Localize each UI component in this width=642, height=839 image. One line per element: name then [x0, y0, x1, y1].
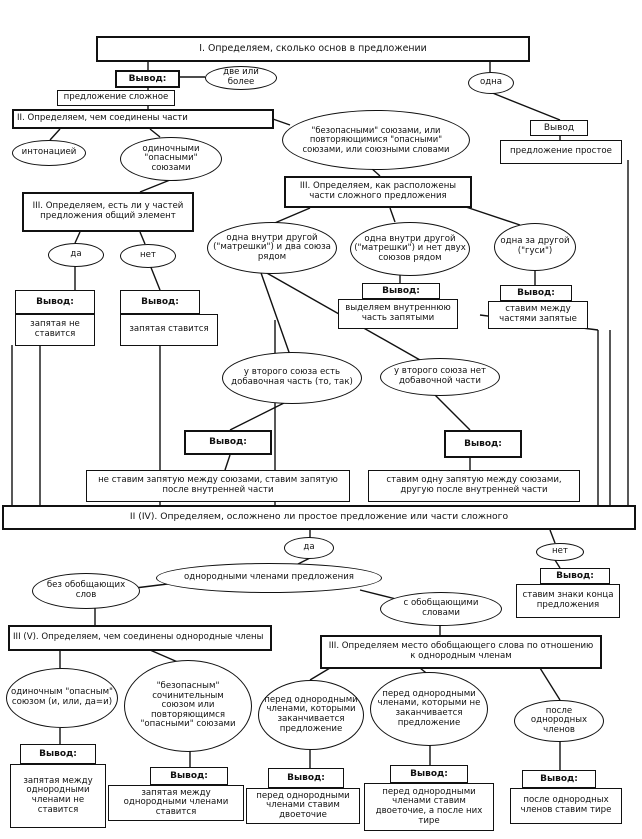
step-1-box: I. Определяем, сколько основ в предложен… — [96, 36, 530, 62]
homogeneous-oval: однородными членами предложения — [156, 563, 382, 593]
nested-no-conj-oval: одна внутри другой ("матрешки") и нет дв… — [350, 222, 470, 276]
vyvod-label: Вывод: — [268, 768, 344, 788]
inner-part-box: выделяем внутреннюю часть запятыми — [338, 299, 458, 329]
before-not-ending-oval: перед однородными членами, которыми не з… — [370, 672, 488, 746]
yes-oval: да — [284, 537, 334, 559]
commas-between-box: ставим между частями запятые — [488, 301, 588, 329]
result-box: запятая между однородными членами не ста… — [10, 764, 106, 828]
vyvod-label: Вывод: — [184, 430, 272, 455]
comma-not-placed-box: запятая не ставится — [15, 314, 95, 346]
safe-coordinating-oval: "безопасным" сочинительным союзом или по… — [124, 660, 252, 752]
vyvod-label: Вывод: — [444, 430, 522, 458]
vyvod-label: Вывод: — [362, 283, 440, 299]
step-3a-box: III. Определяем, есть ли у частей предло… — [22, 192, 194, 232]
result-box: перед однородными членами ставим двоеточ… — [246, 788, 360, 824]
result-box: запятая между однородными членами ставит… — [108, 785, 244, 821]
has-extra-part-oval: у второго союза есть добавочная часть (т… — [222, 352, 362, 404]
step-2-box: II. Определяем, чем соединены части — [12, 109, 274, 129]
step-3b-box: III. Определяем, как расположены части с… — [284, 176, 472, 208]
comma-placed-box: запятая ставится — [120, 314, 218, 346]
no-oval: нет — [120, 244, 176, 268]
no-oval: нет — [536, 543, 584, 561]
vyvod-label: Вывод: — [15, 290, 95, 314]
step-5-box: III (V). Определяем, чем соединены однор… — [8, 625, 272, 651]
result-box: перед однородными членами ставим двоеточ… — [364, 783, 494, 831]
vyvod-label: Вывод: — [500, 285, 572, 301]
intonation-oval: интонацией — [12, 140, 86, 166]
vyvod-label: Вывод: — [522, 770, 596, 788]
single-dangerous-oval: одиночными "опасными" союзами — [120, 137, 222, 181]
vyvod-label: Вывод: — [150, 767, 228, 785]
vyvod-label: Вывод: — [390, 765, 468, 783]
step-4-box: II (IV). Определяем, осложнено ли просто… — [2, 505, 636, 530]
step-6-box: III. Определяем место обобщающего слова … — [320, 635, 602, 669]
yes-oval: да — [48, 243, 104, 267]
vyvod-label: Вывод: — [20, 744, 96, 764]
before-ending-oval: перед однородными членами, которыми зака… — [258, 680, 364, 750]
two-or-more-oval: две или более — [205, 66, 277, 90]
one-oval: одна — [468, 72, 514, 94]
vyvod-label: Вывод: — [115, 70, 180, 88]
vyvod-label: Вывод: — [540, 568, 610, 584]
vyvod-label: Вывод: — [120, 290, 200, 314]
no-extra-part-oval: у второго союза нет добавочной части — [380, 358, 500, 396]
sequential-oval: одна за другой ("гуси") — [494, 223, 576, 271]
complex-sentence-box: предложение сложное — [57, 90, 175, 106]
vyvod-label: Вывод — [530, 120, 588, 136]
no-generalizing-oval: без обобщающих слов — [32, 573, 140, 609]
end-marks-box: ставим знаки конца предложения — [516, 584, 620, 618]
safe-conjunctions-oval: "безопасными" союзами, или повторяющимис… — [282, 110, 470, 170]
nested-two-conj-oval: одна внутри другой ("матрешки") и два со… — [207, 222, 337, 274]
single-dangerous-oval: одиночным "опасным" союзом (и, или, да=и… — [6, 668, 118, 728]
no-comma-between-box: не ставим запятую между союзами, ставим … — [86, 470, 350, 502]
after-members-oval: после однородных членов — [514, 700, 604, 742]
generalizing-oval: с обобщающими словами — [380, 592, 502, 626]
result-box: после однородных членов ставим тире — [510, 788, 622, 824]
one-comma-box: ставим одну запятую между союзами, другу… — [368, 470, 580, 502]
simple-sentence-box: предложение простое — [500, 140, 622, 164]
